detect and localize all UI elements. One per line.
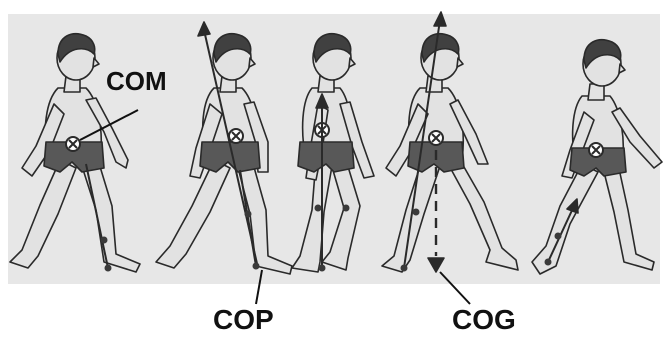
cog-label: COG [452,306,516,334]
cop-label: COP [213,306,274,334]
com-label: COM [106,68,167,94]
